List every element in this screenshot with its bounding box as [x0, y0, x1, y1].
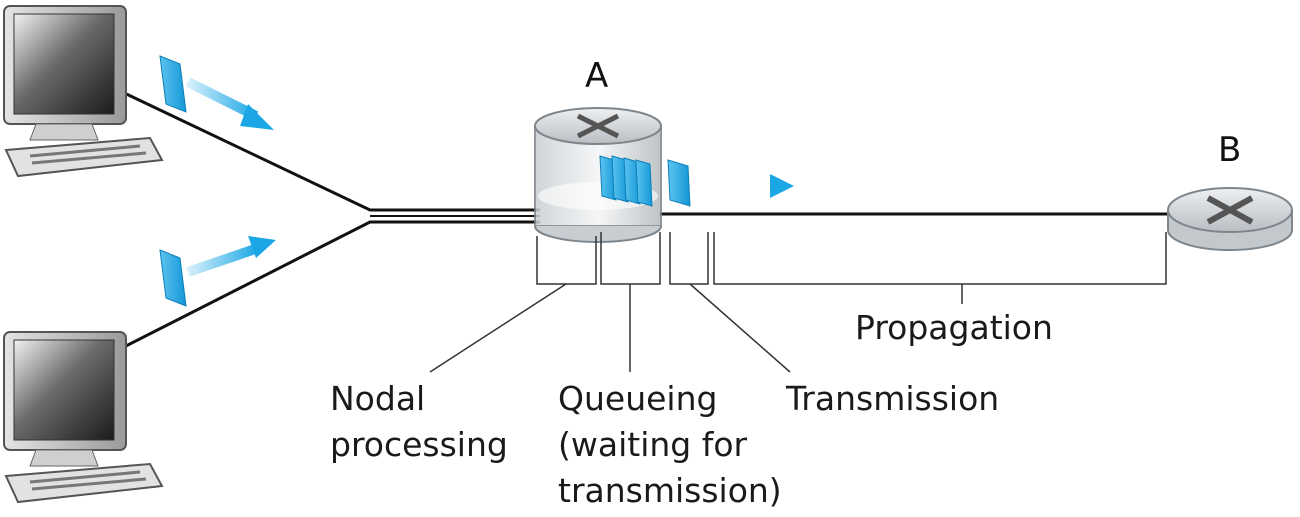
bracket-propagation: [713, 232, 1167, 285]
leader-lines: [429, 283, 963, 373]
links: [117, 88, 1170, 352]
computer-icon: [3, 5, 164, 178]
link-bottom-host: [117, 220, 540, 352]
queueing-label-line2: (waiting for: [558, 425, 748, 464]
bracket-transmission: [669, 232, 709, 285]
propagation-label: Propagation: [855, 308, 1053, 347]
router-b-icon: [1167, 187, 1293, 251]
nodal-label-line2: processing: [330, 425, 508, 464]
bracket-nodal: [536, 236, 597, 285]
queueing-label-line1: Queueing: [558, 379, 718, 418]
router-a-label: A: [585, 56, 609, 96]
packet-icon: [159, 236, 276, 307]
nodal-label-line1: Nodal: [330, 379, 426, 418]
queued-packets: [599, 155, 653, 207]
computer-icon: [3, 331, 164, 504]
packet-icon: [159, 55, 274, 130]
router-b-label: B: [1218, 130, 1242, 170]
transmission-label: Transmission: [786, 379, 1000, 418]
queueing-label-line3: transmission): [558, 471, 782, 510]
packet-icon: [667, 159, 794, 207]
